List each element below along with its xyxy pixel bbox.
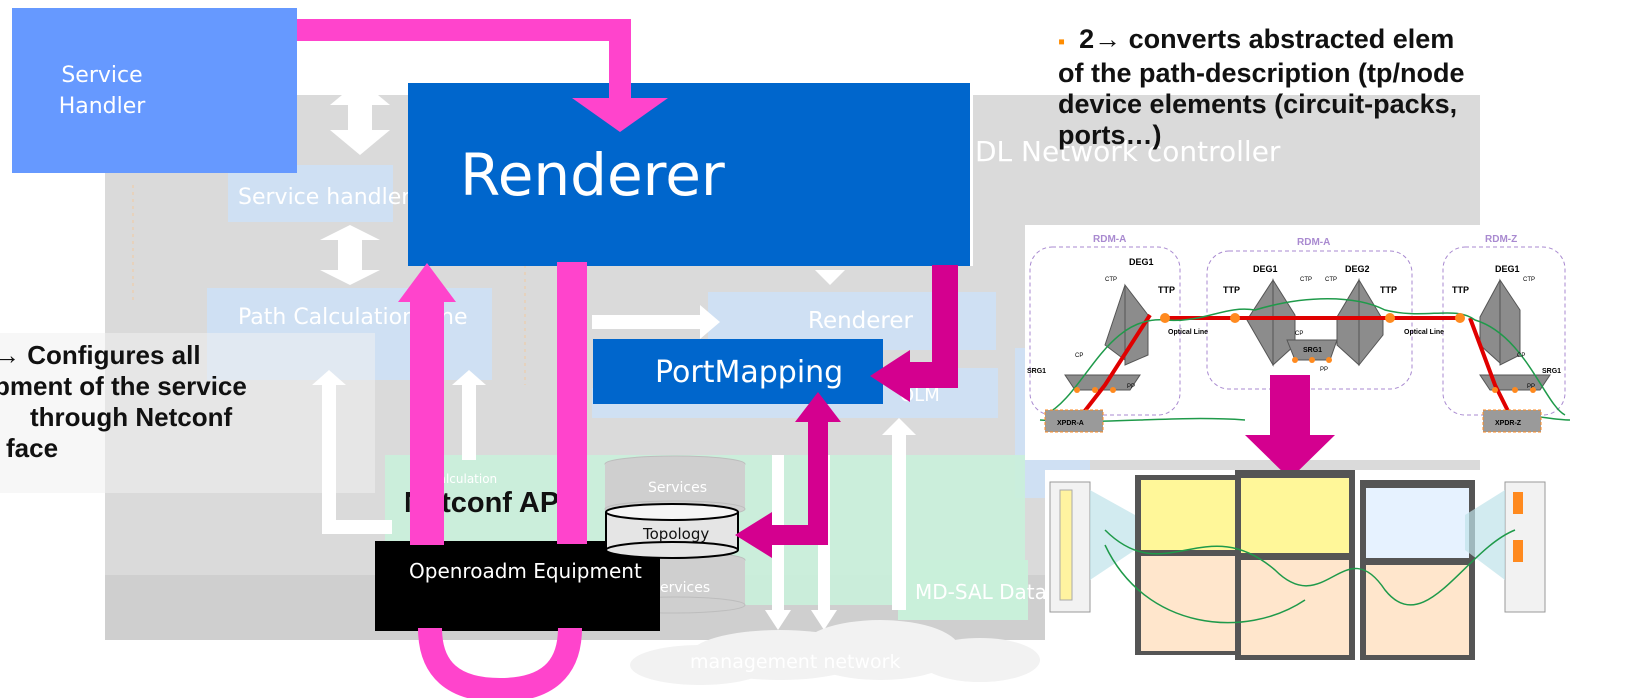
label-ttp-mid-r: TTP	[1380, 285, 1397, 295]
label-ttp-mid-l: TTP	[1223, 285, 1240, 295]
label-xpdr-z: XPDR-Z	[1495, 420, 1522, 427]
ghost-md-sal-label: MD-SAL Data S	[915, 580, 1066, 604]
right-text-line-4: ports…)	[1058, 120, 1162, 150]
portmapping-box: PortMapping	[593, 339, 883, 404]
label-deg1-z: DEG1	[1495, 264, 1520, 274]
left-text-line-1: → Configures all	[0, 340, 201, 370]
ghost-calculation-label: calculation	[432, 472, 498, 486]
ghost-path-calculation-label: Path Calculation E	[238, 305, 437, 330]
ghost-services-db2-label: ervices	[660, 580, 711, 596]
arrow-head-renderer	[572, 98, 668, 132]
label-ctp-z: CTP	[1523, 277, 1535, 283]
ghost-services-db-label: Services	[648, 480, 708, 496]
arrow-portmapping-to-topology	[770, 415, 828, 545]
arrow-renderer-to-openroadm	[557, 262, 587, 544]
right-text-line-2: of the path-description (tp/node	[1058, 58, 1465, 88]
left-text-line-4: face	[6, 433, 59, 463]
label-ctp-mid-l: CTP	[1300, 277, 1312, 283]
label-ctp-a: CTP	[1105, 277, 1117, 283]
label-optical-line-1: Optical Line	[1168, 329, 1208, 336]
renderer-main-label: Renderer	[460, 141, 725, 209]
roadm-topology-svg: RDM-A RDM-A RDM-Z DEG1 DEG1 DEG2 DEG1 TT…	[1027, 234, 1571, 433]
ghost-north-api-label: rth API	[290, 66, 351, 87]
left-text-line-2: pment of the service	[0, 371, 247, 401]
label-deg1-a: DEG1	[1129, 257, 1154, 267]
label-rdm-z: RDM-Z	[1485, 234, 1517, 245]
label-ctp-mid-r: CTP	[1325, 277, 1337, 283]
label-deg2-mid: DEG2	[1345, 264, 1370, 274]
service-handler-box-label: Service Handler	[58, 63, 146, 119]
ghost-service-handler-label: Service handler	[238, 185, 411, 210]
conversion-down-arrow	[1245, 375, 1335, 479]
openroadm-equipment-label: Openroadm Equipment	[409, 559, 642, 583]
left-text-line-3: through Netconf	[30, 402, 233, 432]
label-pp-mid: PP	[1320, 367, 1328, 373]
ghost-mgmt-network-label: management network	[690, 651, 901, 673]
ghost-renderer-label: Renderer	[808, 308, 913, 334]
label-pp-z: PP	[1527, 384, 1535, 390]
right-description: ▪ 2→ converts abstracted elem of the path…	[1058, 24, 1633, 151]
label-srg1-mid: SRG1	[1303, 347, 1322, 354]
left-description: → Configures all pment of the service th…	[0, 340, 247, 464]
arrow-service-handler-to-renderer	[297, 19, 631, 100]
arrow-openroadm-to-renderer	[410, 300, 444, 545]
service-handler-box: Service Handler	[12, 8, 297, 173]
label-srg1-a: SRG1	[1027, 368, 1046, 375]
portmapping-label: PortMapping	[655, 355, 844, 390]
label-rdm-mid: RDM-A	[1297, 237, 1330, 248]
label-ttp-a: TTP	[1158, 285, 1175, 295]
renderer-main-box: Renderer	[408, 83, 973, 266]
bullet-icon: ▪	[1058, 31, 1066, 53]
label-ttp-z: TTP	[1452, 285, 1469, 295]
label-optical-line-2: Optical Line	[1404, 329, 1444, 336]
label-rdm-a: RDM-A	[1093, 234, 1126, 245]
ghost-path-calculation-tail: ne	[440, 305, 468, 330]
label-xpdr-a: XPDR-A	[1057, 420, 1084, 427]
right-text-line-3: device elements (circuit-packs,	[1058, 89, 1458, 119]
ghost-odl-controller-label: DL Network controller	[975, 135, 1281, 168]
label-cp-a: CP	[1075, 353, 1083, 359]
label-pp-a: PP	[1127, 384, 1135, 390]
arrow-renderer-to-portmapping	[905, 265, 958, 388]
topology-database	[605, 503, 739, 559]
label-deg1-mid: DEG1	[1253, 264, 1278, 274]
label-srg1-z: SRG1	[1542, 368, 1561, 375]
label-cp-z: CP	[1517, 353, 1525, 359]
topology-label: Topology	[643, 525, 710, 543]
arrow-loop-bottom	[418, 627, 582, 698]
openroadm-equipment-box: Openroadm Equipment	[375, 541, 660, 631]
label-cp-mid: CP	[1295, 331, 1303, 337]
device-shelf-figure	[1045, 470, 1570, 660]
right-text-line-1: 2→ converts abstracted elem	[1079, 24, 1455, 54]
